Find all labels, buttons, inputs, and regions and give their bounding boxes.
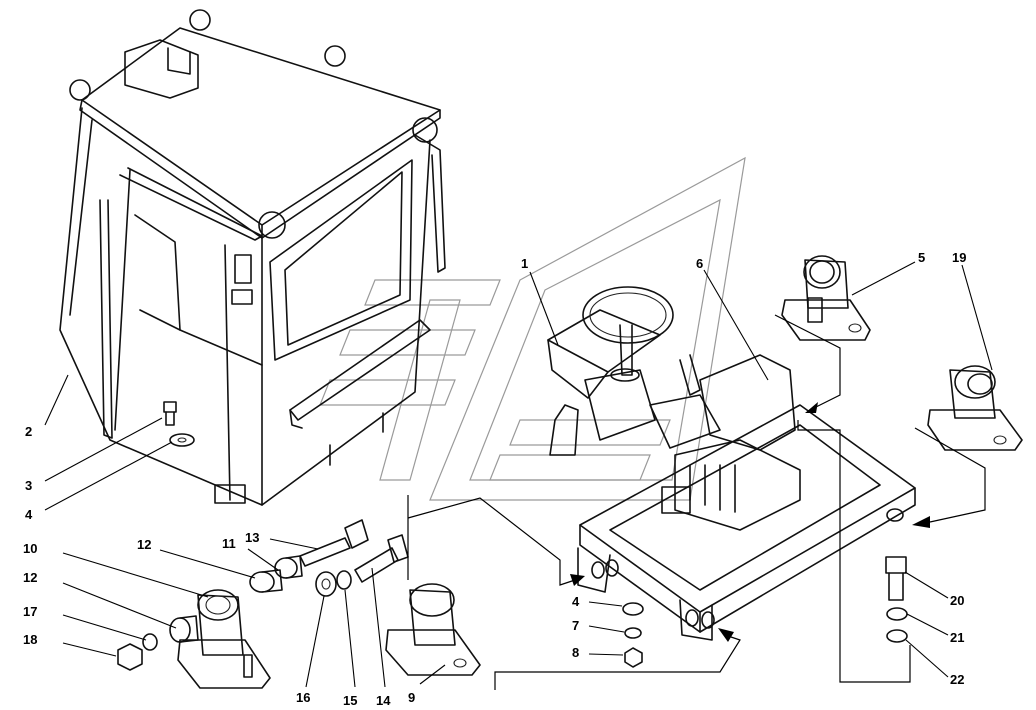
callout-20: 20: [950, 593, 964, 608]
callout-8: 8: [572, 645, 579, 660]
callout-9: 9: [408, 690, 415, 705]
callout-5: 5: [918, 250, 925, 265]
operator-platform: [547, 286, 916, 641]
callout-12: 12: [137, 537, 151, 552]
callout-12b: 12: [23, 570, 37, 585]
callout-4b: 4: [572, 594, 580, 609]
mount-9: [385, 583, 481, 676]
hardware: [117, 519, 908, 671]
callout-14: 14: [376, 693, 391, 708]
watermark-logo: [319, 156, 746, 501]
callout-13: 13: [245, 530, 259, 545]
assembly-flow-lines: [407, 314, 986, 690]
cab-fasteners: [163, 401, 195, 447]
callout-3: 3: [25, 478, 32, 493]
callout-6: 6: [696, 256, 703, 271]
cab: [59, 9, 446, 506]
callout-22: 22: [950, 672, 964, 687]
callout-21: 21: [950, 630, 964, 645]
callout-18: 18: [23, 632, 37, 647]
mount-19: [927, 365, 1023, 451]
callout-11: 11: [222, 536, 236, 551]
callout-10: 10: [23, 541, 37, 556]
callout-4: 4: [25, 507, 33, 522]
callout-labels: 1 2 3 4 4 5 6 7 8 9 10 11 12 12 13 14 15…: [23, 250, 966, 708]
callout-7: 7: [572, 618, 579, 633]
callout-19: 19: [952, 250, 966, 265]
callout-1: 1: [521, 256, 528, 271]
callout-17: 17: [23, 604, 37, 619]
leader-lines: [44, 261, 993, 688]
callout-15: 15: [343, 693, 357, 708]
mount-5: [781, 255, 871, 341]
mount-10: [177, 589, 271, 689]
callout-16: 16: [296, 690, 310, 705]
callout-2: 2: [25, 424, 32, 439]
